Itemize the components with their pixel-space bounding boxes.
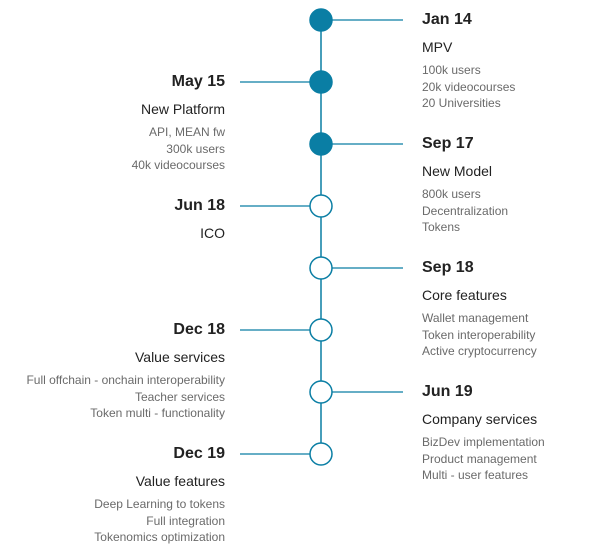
milestone-date: Sep 17	[422, 135, 474, 152]
milestone-detail: 20k videocourses	[422, 79, 516, 94]
milestone-dec-19: Dec 19 Value features Deep Learning to t…	[94, 444, 225, 546]
milestone-detail: 100k users	[422, 63, 481, 77]
milestone-node-filled	[309, 132, 333, 156]
milestone-detail: API, MEAN fw	[148, 125, 225, 139]
milestone-sep-18: Sep 18 Core features Wallet management T…	[422, 258, 537, 360]
milestone-detail: 800k users	[422, 187, 481, 201]
milestone-jun-19: Jun 19 Company services BizDev implement…	[422, 382, 545, 484]
milestone-jan-14: Jan 14 MPV 100k users 20k videocourses 2…	[422, 10, 515, 112]
milestone-date: Sep 18	[422, 259, 474, 276]
milestone-node-filled	[309, 8, 333, 32]
milestone-node-empty	[309, 380, 333, 404]
milestone-node-filled	[309, 70, 333, 94]
milestone-detail: Token interoperability	[422, 327, 536, 342]
milestone-date: Jun 19	[422, 383, 473, 400]
milestone-detail: Full offchain - onchain interoperability	[26, 373, 225, 387]
milestone-detail: Tokens	[422, 220, 461, 234]
milestone-date: Dec 19	[173, 445, 225, 462]
milestone-dec-18: Dec 18 Value services Full offchain - on…	[26, 320, 225, 422]
milestone-title: Value features	[135, 473, 225, 489]
milestone-node-empty	[309, 194, 333, 218]
milestone-title: Company services	[422, 411, 538, 427]
milestone-node-empty	[309, 318, 333, 342]
milestone-date: Dec 18	[173, 321, 225, 338]
milestone-detail: Multi - user features	[422, 468, 529, 482]
milestone-date: Jun 18	[174, 197, 225, 214]
milestone-detail: 40k videocourses	[131, 158, 225, 172]
milestone-detail: Active cryptocurrency	[422, 344, 537, 358]
milestone-jun-18: Jun 18 ICO	[174, 196, 225, 242]
milestone-title: ICO	[200, 225, 225, 241]
milestone-date: Jan 14	[422, 11, 472, 28]
milestone-detail: Full integration	[146, 513, 225, 528]
milestone-detail: 300k users	[166, 141, 225, 156]
milestone-detail: Decentralization	[422, 203, 509, 218]
milestone-detail: 20 Universities	[422, 96, 501, 110]
milestone-detail: Token multi - functionality	[90, 406, 225, 420]
milestone-sep-17: Sep 17 New Model 800k users Decentraliza…	[422, 134, 508, 236]
milestone-detail: Tokenomics optimization	[94, 530, 225, 544]
milestone-detail: Wallet management	[422, 311, 529, 325]
milestone-title: New Model	[422, 163, 493, 179]
milestone-detail: BizDev implementation	[422, 435, 545, 449]
milestone-node-empty	[309, 442, 333, 466]
milestone-may-15: May 15 New Platform API, MEAN fw 300k us…	[132, 72, 225, 174]
milestone-detail: Teacher services	[134, 389, 225, 404]
milestone-detail: Product management	[422, 451, 537, 466]
milestone-date: May 15	[171, 73, 225, 90]
milestone-title: Value services	[134, 349, 225, 365]
milestone-detail: Deep Learning to tokens	[94, 497, 225, 511]
milestone-title: MPV	[422, 39, 453, 55]
milestone-title: New Platform	[140, 101, 225, 117]
milestone-node-empty	[309, 256, 333, 280]
milestone-title: Core features	[422, 287, 507, 303]
